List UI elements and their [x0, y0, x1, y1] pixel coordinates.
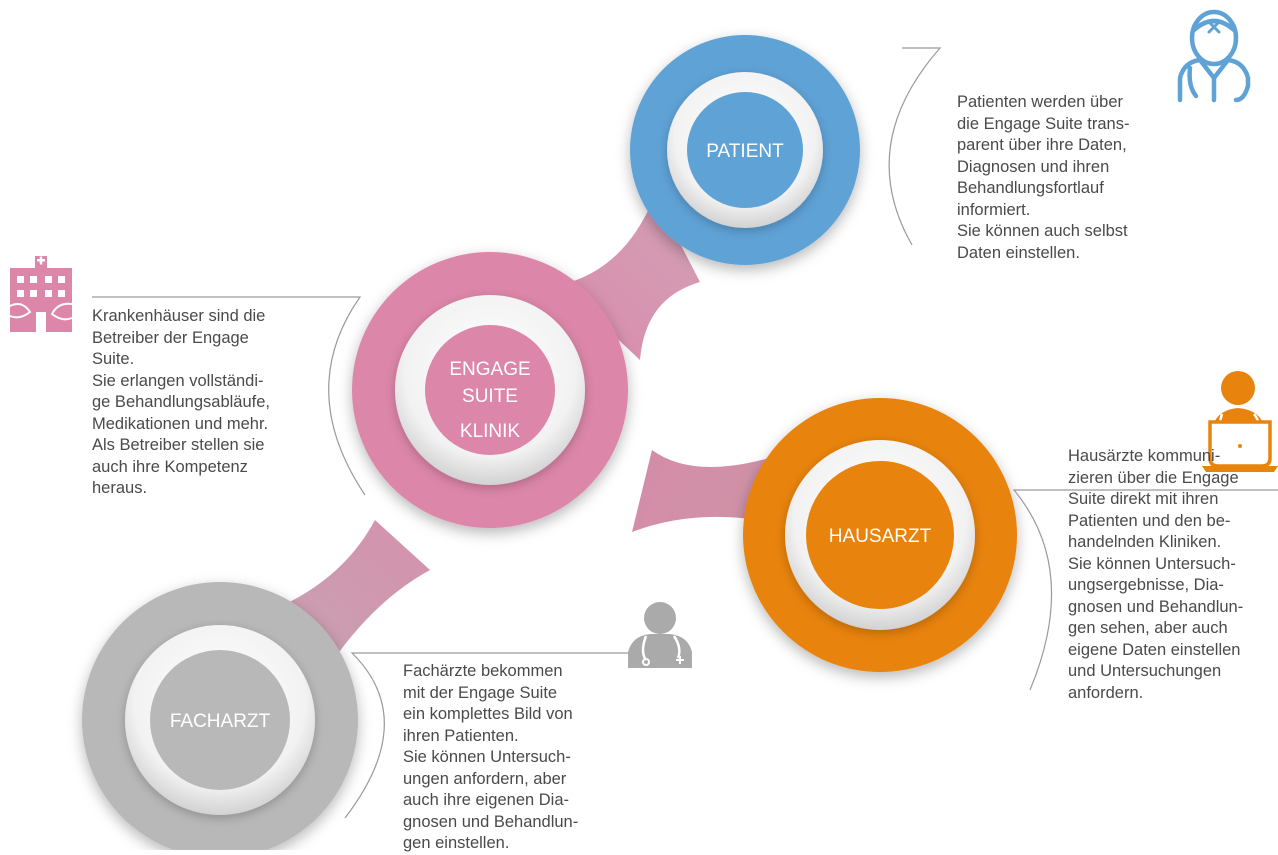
node-patient: PATIENT	[630, 35, 860, 265]
klinik-label-line-2: SUITE	[462, 386, 518, 407]
node-klinik: ENGAGE SUITE KLINIK	[352, 252, 628, 528]
hausarzt-label: HAUSARZT	[829, 526, 932, 547]
patient-core	[687, 92, 803, 208]
facharzt-label: FACHARZT	[170, 711, 271, 732]
bracket-patient	[888, 47, 942, 246]
facharzt-description: Fachärzte bekommen mit der Engage Suite …	[403, 662, 579, 852]
klinik-core	[425, 325, 555, 455]
connector-klinik-patient	[560, 195, 700, 360]
doctor-stethoscope-icon	[628, 602, 692, 668]
facharzt-core	[150, 650, 290, 790]
klinik-description: Krankenhäuser sind die Betreiber der Eng…	[92, 307, 270, 497]
node-hausarzt: HAUSARZT	[743, 398, 1017, 672]
bracket-hausarzt	[1012, 489, 1278, 691]
node-facharzt: FACHARZT	[82, 582, 358, 850]
hausarzt-core	[806, 461, 954, 609]
bracket-facharzt	[344, 652, 640, 819]
hausarzt-description: Hausärzte kommuni- zieren über die Engag…	[1068, 447, 1244, 702]
klinik-label-line-1: ENGAGE	[449, 359, 530, 380]
patient-description: Patienten werden über die Engage Suite t…	[957, 93, 1130, 262]
patient-label: PATIENT	[706, 141, 784, 162]
hospital-icon	[9, 256, 73, 332]
doctor-female-icon	[1177, 9, 1251, 103]
bracket-klinik	[92, 296, 366, 496]
doctor-laptop-icon	[1202, 371, 1278, 472]
klinik-label-line-3: KLINIK	[460, 421, 521, 442]
